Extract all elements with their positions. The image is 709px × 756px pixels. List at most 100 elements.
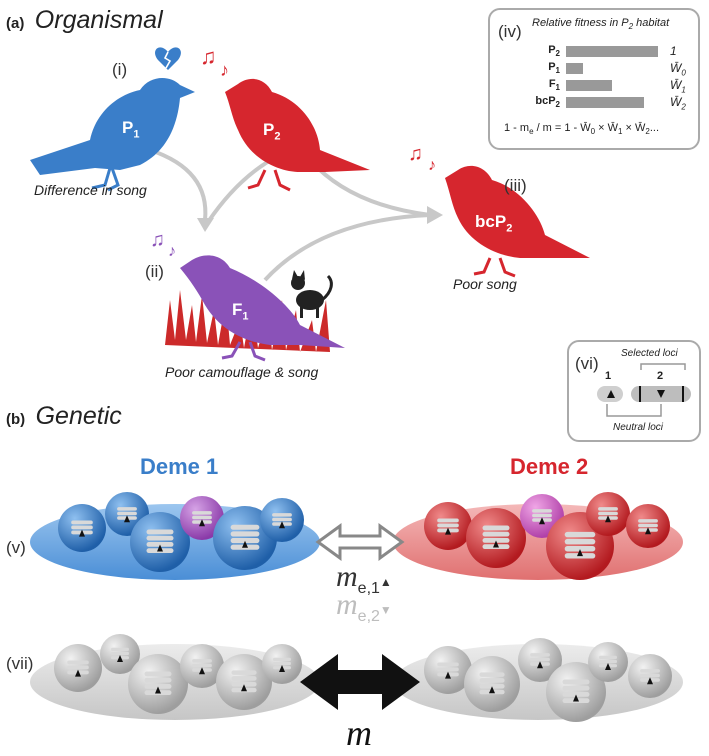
chromosome-bar	[71, 520, 93, 525]
arrow-p1-to-f1	[149, 148, 208, 221]
label-p2: P2	[263, 120, 281, 143]
deme-2-label: Deme 2	[510, 454, 589, 479]
locus-marker	[199, 667, 205, 675]
chromosome-bar	[598, 507, 618, 511]
fitness-row-label: bcP2	[535, 95, 560, 110]
chromosome-bar	[67, 660, 89, 665]
fitness-row-value: W̄1	[670, 78, 686, 95]
fitness-bar	[566, 63, 583, 74]
panel-ii-label: (ii)	[145, 262, 164, 281]
grass-patch	[165, 290, 330, 352]
chromosome-bar	[482, 531, 510, 537]
locus-marker	[605, 663, 611, 670]
svg-text:♫: ♫	[150, 229, 165, 251]
chromosome-bar	[562, 685, 590, 691]
chromosome-bar	[530, 653, 550, 657]
chromosome-bar	[273, 661, 291, 666]
chromosome-bar	[482, 538, 510, 543]
chromosome-bar	[117, 511, 137, 516]
arrowhead-bc	[427, 206, 443, 224]
bird-bcp2	[445, 165, 590, 278]
locus-marker	[493, 540, 499, 548]
chromosome-bar	[192, 511, 212, 515]
chromosome-bar	[146, 542, 174, 547]
neutral-loci-label: Neutral loci	[613, 422, 664, 433]
up-triangle-icon	[607, 390, 615, 398]
chromosome-bar	[482, 525, 510, 531]
chromosome-bar	[437, 667, 459, 672]
locus-marker	[279, 665, 285, 672]
locus-marker	[79, 529, 85, 537]
chromosome-bar	[640, 673, 660, 678]
chromosome-bar	[231, 670, 257, 675]
up-triangle-icon: ▲	[379, 575, 392, 589]
chromosome-bar	[272, 513, 292, 517]
arrowhead-f1	[197, 218, 214, 232]
chromosome-bar	[231, 676, 257, 681]
music-note-icon-p2: ♫ ♪	[200, 44, 229, 80]
fitness-row-value: W̄0	[670, 61, 686, 78]
chromosome-bar	[230, 531, 260, 537]
locus-marker	[242, 540, 248, 548]
label-f1: F1	[232, 300, 249, 323]
music-note-icon-f1: ♫ ♪	[150, 229, 176, 260]
loci-box: (vi) Selected loci Neutral loci 1 2	[567, 340, 701, 442]
chromosome-bar	[562, 692, 590, 697]
chromosome-bar	[192, 659, 212, 663]
svg-text:♫: ♫	[408, 143, 423, 165]
locus-marker	[489, 686, 495, 694]
chromosome-bar	[562, 679, 590, 685]
chromosome-bar	[599, 655, 617, 659]
locus-2-label: 2	[657, 370, 664, 382]
panel-iii-label: (iii)	[504, 176, 527, 195]
chromosome-bar	[144, 684, 172, 689]
chromosome-bar	[146, 529, 174, 535]
cat-icon	[291, 270, 333, 318]
chromosome-bar	[273, 657, 291, 661]
chromosome-bar	[192, 515, 212, 520]
locus-marker	[577, 549, 583, 557]
svg-text:♪: ♪	[168, 243, 176, 260]
chromosome-bar	[67, 665, 89, 670]
chromosome-bar	[71, 525, 93, 530]
migration-arrow-m	[300, 654, 420, 710]
fitness-title: Relative fitness in P2 habitat	[532, 17, 670, 32]
fitness-bar	[566, 46, 658, 57]
caption-bc: Poor song	[453, 276, 517, 292]
chromosome-bar	[230, 524, 260, 530]
chromosome-bar	[598, 511, 618, 516]
svg-text:♪: ♪	[220, 60, 229, 80]
svg-text:♪: ♪	[428, 157, 436, 174]
chromosome-bar	[437, 662, 459, 667]
panel-i-label: (i)	[112, 60, 128, 79]
genetic-diagram	[30, 492, 683, 722]
organismal-diagram: ♫ ♪ ♫ ♪ ♫ ♪	[30, 44, 590, 362]
svg-text:♫: ♫	[200, 44, 217, 69]
chromosome-bar	[530, 657, 550, 662]
caption-p1: Difference in song	[34, 182, 147, 198]
chromosome-bar	[479, 672, 505, 677]
chromosome-bar	[437, 523, 459, 528]
bird-p2	[225, 78, 370, 192]
locus-marker	[573, 694, 579, 702]
locus-marker	[445, 671, 451, 679]
chromosome-bar	[144, 671, 172, 677]
section-b-tag: (b)	[6, 411, 26, 428]
fitness-row-value: 1	[670, 44, 677, 58]
chromosome-bar	[144, 677, 172, 683]
bird-f1	[180, 255, 345, 362]
locus-marker	[199, 519, 205, 527]
fitness-row-label: P1	[548, 61, 560, 76]
fitness-row-label: P2	[548, 44, 560, 59]
panel-vii-label: (vii)	[6, 654, 34, 673]
fitness-bar	[566, 97, 645, 108]
chromosome-bar	[437, 518, 459, 523]
section-a-title: Organismal	[34, 6, 163, 34]
locus-marker	[445, 527, 451, 535]
locus-marker	[157, 544, 163, 552]
locus-marker	[155, 686, 161, 694]
chromosome-bar	[638, 519, 658, 523]
locus-marker	[241, 684, 247, 692]
chromosome-stripes	[67, 507, 660, 704]
